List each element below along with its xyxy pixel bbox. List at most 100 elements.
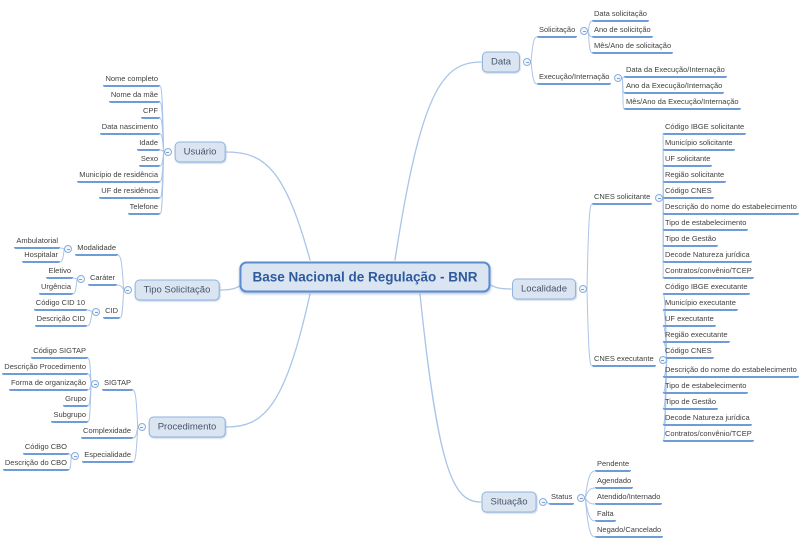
subtopic-municipio-solicitante[interactable]: Município solicitante <box>663 138 735 151</box>
topic-situacao[interactable]: Situação <box>481 491 537 513</box>
subtopic-contratos-convenio-solicitante[interactable]: Contratos/convênio/TCEP <box>663 266 754 279</box>
subtopic-codigo-cnes-solicitante[interactable]: Código CNES <box>663 186 714 199</box>
subtopic-descricao-procedimento[interactable]: Descrição Procedimento <box>2 362 88 375</box>
subtopic-uf-solicitante[interactable]: UF solicitante <box>663 154 713 167</box>
central-topic-bnr[interactable]: Base Nacional de Regulação - BNR <box>239 261 491 293</box>
subtopic-telefone[interactable]: Telefone <box>127 202 160 215</box>
collapse-minus-icon[interactable] <box>64 245 73 253</box>
collapse-minus-icon[interactable] <box>123 286 132 294</box>
subtopic-codigo-ibge-solicitante[interactable]: Código IBGE solicitante <box>663 122 747 135</box>
subtopic-uf-residencia[interactable]: UF de residência <box>99 186 160 199</box>
subtopic-uf-executante[interactable]: UF executante <box>663 314 716 327</box>
subtopic-municipio-residencia[interactable]: Município de residência <box>77 170 160 183</box>
subtopic-subgrupo[interactable]: Subgrupo <box>51 410 88 423</box>
subtopic-ano-solicitacao[interactable]: Ano de solicitção <box>592 25 653 38</box>
subtopic-mes-ano-solicitacao[interactable]: Mês/Ano de solicitação <box>592 41 674 54</box>
connector <box>225 293 311 428</box>
connector <box>119 289 125 319</box>
subtopic-urgencia[interactable]: Urgência <box>38 282 73 295</box>
subtopic-modalidade[interactable]: Modalidade <box>75 243 118 256</box>
collapse-minus-icon[interactable] <box>92 308 101 316</box>
connector <box>87 383 92 423</box>
subtopic-natureza-juridica-executante[interactable]: Decode Natureza jurídica <box>663 413 752 426</box>
topic-localidade[interactable]: Localidade <box>512 278 576 300</box>
subtopic-municipio-executante[interactable]: Município executante <box>663 298 738 311</box>
connector <box>587 30 593 54</box>
connector <box>584 487 596 499</box>
subtopic-tipo-gestao-solicitante[interactable]: Tipo de Gestão <box>663 234 719 247</box>
topic-tipo-solicitacao[interactable]: Tipo Solicitação <box>134 279 220 301</box>
collapse-minus-icon[interactable] <box>578 285 587 293</box>
subtopic-status[interactable]: Status <box>549 492 575 505</box>
subtopic-codigo-cbo[interactable]: Código CBO <box>22 442 69 455</box>
collapse-minus-icon[interactable] <box>91 380 100 388</box>
subtopic-especialidade[interactable]: Especialidade <box>82 450 133 463</box>
connector <box>159 133 165 153</box>
subtopic-mes-ano-execucao[interactable]: Mês/Ano da Execução/Internação <box>624 97 741 110</box>
subtopic-idade[interactable]: Idade <box>137 138 160 151</box>
connector <box>584 497 596 505</box>
collapse-minus-icon[interactable] <box>137 423 146 431</box>
subtopic-negado-cancelado[interactable]: Negado/Cancelado <box>595 525 664 538</box>
subtopic-natureza-juridica-solicitante[interactable]: Decode Natureza jurídica <box>663 250 752 263</box>
subtopic-regiao-solicitante[interactable]: Região solicitante <box>663 170 727 183</box>
subtopic-pendente[interactable]: Pendente <box>595 459 632 472</box>
connector <box>587 20 593 32</box>
subtopic-falta[interactable]: Falta <box>595 509 616 522</box>
topic-usuario[interactable]: Usuário <box>174 141 226 163</box>
connector <box>394 61 482 261</box>
subtopic-execucao-internacao[interactable]: Execução/Internação <box>537 72 612 85</box>
subtopic-data-execucao[interactable]: Data da Execução/Internação <box>624 65 727 78</box>
subtopic-tipo-estabelecimento-executante[interactable]: Tipo de estabelecimento <box>663 381 749 394</box>
subtopic-complexidade[interactable]: Complexidade <box>81 426 133 439</box>
connector <box>72 278 78 295</box>
subtopic-contratos-convenio-executante[interactable]: Contratos/convênio/TCEP <box>663 429 754 442</box>
subtopic-descricao-cid[interactable]: Descrição CID <box>34 314 87 327</box>
subtopic-tipo-gestao-executante[interactable]: Tipo de Gestão <box>663 397 719 410</box>
subtopic-cid[interactable]: CID <box>103 306 120 319</box>
subtopic-data-solicitacao[interactable]: Data solicitação <box>592 9 649 22</box>
connector <box>621 77 625 110</box>
subtopic-forma-organizacao[interactable]: Forma de organização <box>8 378 88 391</box>
subtopic-atendido-internado[interactable]: Atendido/Internado <box>595 492 663 505</box>
subtopic-cnes-executante[interactable]: CNES executante <box>592 354 656 367</box>
subtopic-data-nascimento[interactable]: Data nascimento <box>99 122 160 135</box>
subtopic-codigo-cid-10[interactable]: Código CID 10 <box>33 298 87 311</box>
subtopic-descricao-estabelecimento-executante[interactable]: Descrição do nome do estabelecimento <box>663 365 799 378</box>
subtopic-codigo-cnes-executante[interactable]: Código CNES <box>663 346 714 359</box>
topic-data[interactable]: Data <box>481 51 521 73</box>
subtopic-carater[interactable]: Caráter <box>87 273 117 286</box>
subtopic-ano-execucao[interactable]: Ano da Execução/Internação <box>624 81 725 94</box>
subtopic-ambulatorial[interactable]: Ambulatorial <box>14 236 60 249</box>
connector <box>86 311 93 327</box>
collapse-minus-icon[interactable] <box>658 356 667 364</box>
subtopic-nome-da-mae[interactable]: Nome da mãe <box>108 90 160 103</box>
subtopic-tipo-estabelecimento-solicitante[interactable]: Tipo de estabelecimento <box>663 218 749 231</box>
subtopic-solicitacao[interactable]: Solicitação <box>537 25 578 38</box>
collapse-minus-icon[interactable] <box>614 74 623 82</box>
collapse-minus-icon[interactable] <box>577 494 586 502</box>
subtopic-descricao-cbo[interactable]: Descrição do CBO <box>2 458 69 471</box>
subtopic-sexo[interactable]: Sexo <box>138 154 160 167</box>
collapse-minus-icon[interactable] <box>580 27 589 35</box>
subtopic-cpf[interactable]: CPF <box>141 106 160 119</box>
topic-procedimento[interactable]: Procedimento <box>148 416 226 438</box>
subtopic-hospitalar[interactable]: Hospitalar <box>22 250 60 263</box>
subtopic-cnes-solicitante[interactable]: CNES solicitante <box>592 192 653 205</box>
collapse-minus-icon[interactable] <box>76 275 85 283</box>
subtopic-sigtap[interactable]: SIGTAP <box>102 378 133 391</box>
subtopic-descricao-estabelecimento-solicitante[interactable]: Descrição do nome do estabelecimento <box>663 202 799 215</box>
collapse-minus-icon[interactable] <box>71 452 80 460</box>
subtopic-nome-completo[interactable]: Nome completo <box>103 74 160 87</box>
collapse-minus-icon[interactable] <box>163 148 172 156</box>
subtopic-regiao-executante[interactable]: Região executante <box>663 330 730 343</box>
subtopic-codigo-sigtap[interactable]: Código SIGTAP <box>31 346 88 359</box>
subtopic-eletivo[interactable]: Eletivo <box>46 266 73 279</box>
collapse-minus-icon[interactable] <box>539 498 548 506</box>
subtopic-agendado[interactable]: Agendado <box>595 476 634 489</box>
collapse-minus-icon[interactable] <box>655 194 664 202</box>
collapse-minus-icon[interactable] <box>523 58 532 66</box>
subtopic-codigo-ibge-executante[interactable]: Código IBGE executante <box>663 282 750 295</box>
subtopic-grupo[interactable]: Grupo <box>63 394 88 407</box>
